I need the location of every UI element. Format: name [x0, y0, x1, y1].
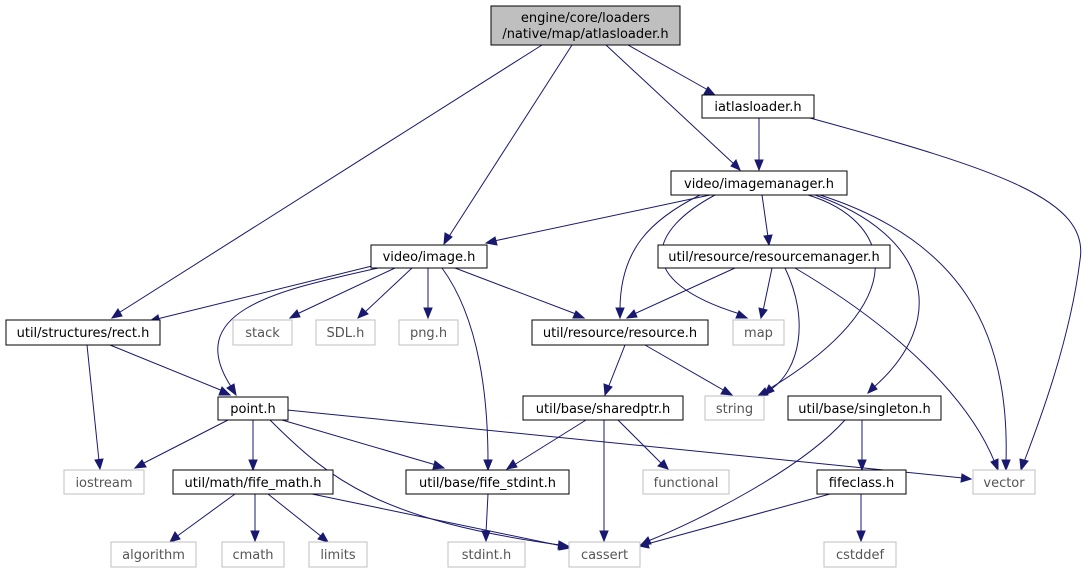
edge-resourcemanager-vector	[794, 267, 996, 464]
node-sdl[interactable]: SDL.h	[315, 319, 376, 346]
edge-imagemanager-resourcemanager	[761, 194, 769, 238]
node-cassert-label: cassert	[581, 548, 628, 563]
node-fife_math-label: util/math/fife_math.h	[185, 476, 322, 491]
edge-resource-string	[644, 344, 726, 392]
node-string[interactable]: string	[704, 395, 765, 421]
node-singleton-label: util/base/singleton.h	[798, 402, 930, 417]
edge-image-sdl	[363, 267, 413, 314]
node-fife_math[interactable]: util/math/fife_math.h	[172, 469, 334, 495]
edge-atlasloader-iatlasloader	[627, 44, 709, 91]
edge-point-vector	[286, 409, 964, 479]
edge-imagemanager-resource	[619, 194, 701, 311]
node-stdint[interactable]: stdint.h	[447, 541, 526, 568]
node-iatlasloader-label: iatlasloader.h	[714, 100, 801, 115]
node-vector-label: vector	[983, 476, 1025, 491]
edge-singleton-cassert	[647, 419, 846, 542]
node-cmath[interactable]: cmath	[221, 541, 285, 568]
edge-fife_math-cassert	[311, 493, 563, 547]
edges	[86, 44, 1082, 551]
edge-imagemanager-image	[493, 194, 711, 242]
edge-image-point	[217, 267, 379, 389]
node-atlasloader-label-line2: /native/map/atlasloader.h	[502, 27, 668, 42]
edge-point-fife_stdint	[281, 419, 437, 466]
node-rect-label: util/structures/rect.h	[17, 326, 150, 341]
edge-imagemanager-string	[763, 194, 876, 393]
node-sharedptr[interactable]: util/base/sharedptr.h	[522, 395, 684, 421]
node-fifeclass-label: fifeclass.h	[829, 476, 894, 491]
node-vector[interactable]: vector	[972, 469, 1036, 495]
node-imagemanager-label: video/imagemanager.h	[684, 177, 834, 192]
node-limits-label: limits	[320, 548, 356, 563]
edge-resourcemanager-resource	[633, 267, 736, 315]
node-functional[interactable]: functional	[642, 469, 730, 495]
node-sdl-label: SDL.h	[327, 326, 365, 341]
node-atlasloader[interactable]: engine/core/loaders /native/map/atlasloa…	[490, 5, 681, 46]
node-cassert[interactable]: cassert	[568, 541, 641, 568]
nodes: engine/core/loaders /native/map/atlasloa…	[5, 5, 1036, 568]
edge-image-resource	[454, 267, 577, 315]
edge-fife_math-algorithm	[175, 493, 236, 538]
node-cstddef-label: cstddef	[836, 548, 885, 563]
node-atlasloader-label-line1: engine/core/loaders	[521, 11, 650, 26]
edge-image-rect	[156, 265, 373, 320]
node-functional-label: functional	[654, 476, 719, 491]
node-png[interactable]: png.h	[398, 319, 459, 346]
edge-resourcemanager-string	[769, 267, 800, 391]
node-iostream[interactable]: iostream	[63, 469, 145, 495]
node-fife_stdint[interactable]: util/base/fife_stdint.h	[405, 469, 570, 495]
edge-sharedptr-fife_stdint	[513, 419, 587, 466]
edge-fife_math-limits	[267, 493, 323, 538]
node-algorithm-label: algorithm	[122, 548, 185, 563]
node-map[interactable]: map	[732, 319, 785, 346]
edge-image-stack	[296, 267, 396, 315]
node-rect[interactable]: util/structures/rect.h	[5, 319, 161, 346]
edge-rect-iostream	[86, 344, 100, 462]
node-image-label: video/image.h	[383, 250, 476, 265]
edge-atlasloader-rect	[116, 44, 543, 315]
edge-atlasloader-imagemanager	[605, 44, 736, 166]
node-cmath-label: cmath	[232, 548, 273, 563]
node-iatlasloader[interactable]: iatlasloader.h	[701, 94, 815, 119]
edge-image-fife_stdint	[441, 267, 489, 463]
node-stack-label: stack	[245, 326, 280, 341]
node-iostream-label: iostream	[75, 476, 132, 491]
node-sharedptr-label: util/base/sharedptr.h	[536, 402, 670, 417]
node-resourcemanager-label: util/resource/resourcemanager.h	[668, 250, 879, 265]
edge-iatlasloader-vector	[809, 117, 1082, 463]
node-resourcemanager[interactable]: util/resource/resourcemanager.h	[657, 244, 891, 269]
node-cstddef[interactable]: cstddef	[823, 541, 897, 568]
node-limits[interactable]: limits	[308, 541, 368, 568]
node-stack[interactable]: stack	[232, 319, 293, 346]
edge-fife_stdint-stdint	[485, 493, 489, 534]
node-singleton[interactable]: util/base/singleton.h	[787, 395, 942, 421]
node-map-label: map	[744, 326, 773, 341]
node-algorithm[interactable]: algorithm	[110, 541, 197, 568]
node-fife_stdint-label: util/base/fife_stdint.h	[419, 476, 556, 491]
node-image[interactable]: video/image.h	[370, 244, 488, 269]
edge-rect-point	[109, 344, 224, 392]
edge-resourcemanager-map	[762, 267, 773, 312]
node-point-label: point.h	[230, 402, 276, 417]
node-point[interactable]: point.h	[217, 396, 289, 421]
edge-point-iostream	[141, 419, 229, 465]
edge-imagemanager-vector	[819, 194, 1007, 463]
edge-fifeclass-cassert	[646, 493, 831, 545]
edge-resource-sharedptr	[607, 344, 626, 389]
edge-sharedptr-functional	[617, 419, 663, 465]
edge-imagemanager-singleton	[814, 194, 920, 388]
node-resource-label: util/resource/resource.h	[543, 326, 697, 341]
node-fifeclass[interactable]: fifeclass.h	[816, 469, 907, 495]
node-string-label: string	[716, 402, 753, 417]
node-resource[interactable]: util/resource/resource.h	[531, 319, 709, 346]
node-imagemanager[interactable]: video/imagemanager.h	[670, 170, 848, 196]
edge-atlasloader-image	[447, 44, 573, 239]
node-stdint-label: stdint.h	[462, 548, 511, 563]
node-png-label: png.h	[410, 326, 447, 341]
edge-point-cassert	[269, 419, 561, 546]
